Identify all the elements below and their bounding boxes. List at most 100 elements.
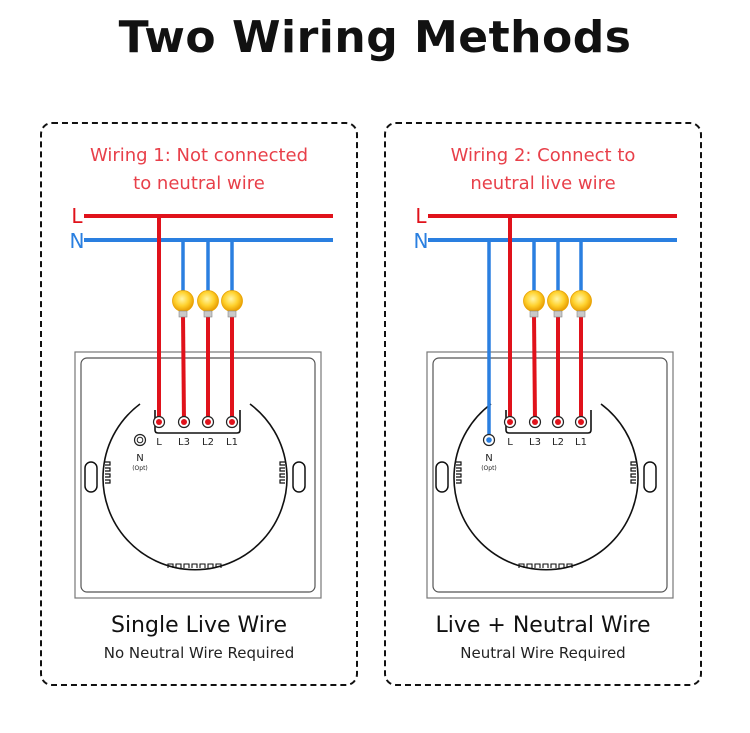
live-wire-label: L — [71, 204, 83, 228]
load-wire — [532, 314, 537, 423]
backbox-notch — [630, 473, 636, 478]
terminal-label: L2 — [202, 437, 214, 448]
footer-title-neutral: Live + Neutral Wire — [435, 613, 651, 638]
backbox-outline — [453, 403, 639, 571]
neutral-wire-label: N — [70, 229, 85, 253]
backbox-notch — [279, 461, 285, 466]
terminal-dot — [532, 419, 538, 425]
terminal-label: L1 — [575, 437, 587, 448]
terminal-dot — [181, 419, 187, 425]
backbox-notch — [456, 479, 462, 484]
light-bulb-icon — [197, 290, 219, 318]
bulb-base — [178, 310, 188, 318]
bulb-base — [553, 310, 563, 318]
light-bulb-icon — [172, 290, 194, 318]
terminal-block — [505, 410, 592, 434]
n-terminal-dot — [486, 437, 492, 443]
terminal-dot — [555, 419, 561, 425]
neutral-wire-label: N — [414, 229, 429, 253]
bulb-glass — [570, 290, 592, 312]
terminal-dot — [229, 419, 235, 425]
switch-plate-outer — [74, 351, 322, 599]
light-bulb-icon — [221, 290, 243, 318]
bulb-glass — [172, 290, 194, 312]
backbox-notch — [542, 563, 549, 568]
switch-plate-inner — [432, 357, 668, 593]
bulb-base — [203, 310, 213, 318]
backbox-notch — [550, 563, 557, 568]
bulb-base — [227, 310, 237, 318]
light-bulb-icon — [547, 290, 569, 318]
bulb-glass — [523, 290, 545, 312]
terminal-dot — [156, 419, 162, 425]
backbox-notch — [630, 461, 636, 466]
caption-line-2: to neutral wire — [133, 173, 265, 194]
terminal-label: L3 — [529, 437, 541, 448]
backbox-notch — [456, 473, 462, 478]
backbox-notch — [183, 563, 190, 568]
bulb-base — [576, 310, 586, 318]
switch-plate-inner — [80, 357, 316, 593]
mounting-slot — [84, 461, 98, 493]
n-terminal-dot — [136, 436, 144, 444]
caption-wiring-2: Wiring 2: Connect to neutral live wire — [384, 142, 702, 198]
backbox-notch — [279, 473, 285, 478]
caption-wiring-1: Wiring 1: Not connected to neutral wire — [40, 142, 358, 198]
backbox-notch — [199, 563, 206, 568]
backbox-notch — [518, 563, 525, 568]
backbox-notch — [526, 563, 533, 568]
panel-single-live — [40, 122, 358, 686]
load-wire — [181, 314, 186, 423]
terminal-block — [154, 410, 241, 434]
caption-line-2: neutral live wire — [470, 173, 616, 194]
mounting-slot — [643, 461, 657, 493]
backbox-notch — [279, 467, 285, 472]
backbox-notch — [167, 563, 174, 568]
terminal-label: L2 — [552, 437, 564, 448]
n-terminal-label: N — [485, 453, 492, 464]
terminal-label: L — [507, 437, 513, 448]
backbox-notch — [105, 461, 111, 466]
mounting-slot — [292, 461, 306, 493]
backbox-notch — [630, 479, 636, 484]
terminal-label: L — [156, 437, 162, 448]
bulb-glass — [547, 290, 569, 312]
backbox-notch — [207, 563, 214, 568]
footer-subtitle-single: No Neutral Wire Required — [103, 644, 295, 662]
caption-line-1: Wiring 2: Connect to — [450, 145, 636, 166]
terminal-dot — [507, 419, 513, 425]
terminal-dot — [205, 419, 211, 425]
mounting-slot — [435, 461, 449, 493]
backbox-notch — [456, 461, 462, 466]
backbox-notch — [175, 563, 182, 568]
backbox-outline — [102, 403, 288, 571]
backbox-notch — [279, 479, 285, 484]
bulb-base — [529, 310, 539, 318]
light-bulb-icon — [570, 290, 592, 318]
bulb-glass — [221, 290, 243, 312]
footer-subtitle-neutral: Neutral Wire Required — [460, 644, 626, 662]
backbox-notch — [630, 467, 636, 472]
light-bulb-icon — [523, 290, 545, 318]
backbox-notch — [456, 467, 462, 472]
backbox-notch — [558, 563, 565, 568]
caption-line-1: Wiring 1: Not connected — [89, 145, 309, 166]
terminal-label: L1 — [226, 437, 238, 448]
backbox-notch — [215, 563, 222, 568]
backbox-notch — [191, 563, 198, 568]
terminal-dot — [578, 419, 584, 425]
backbox-notch — [534, 563, 541, 568]
backbox-notch — [105, 479, 111, 484]
page-title: Two Wiring Methods — [118, 12, 632, 63]
n-terminal-note: (Opt) — [481, 465, 497, 472]
switch-plate-outer — [426, 351, 674, 599]
n-terminal-label: N — [136, 453, 143, 464]
backbox-notch — [105, 473, 111, 478]
live-wire-label: L — [415, 204, 427, 228]
bulb-glass — [197, 290, 219, 312]
panel-live-neutral — [384, 122, 702, 686]
backbox-notch — [105, 467, 111, 472]
